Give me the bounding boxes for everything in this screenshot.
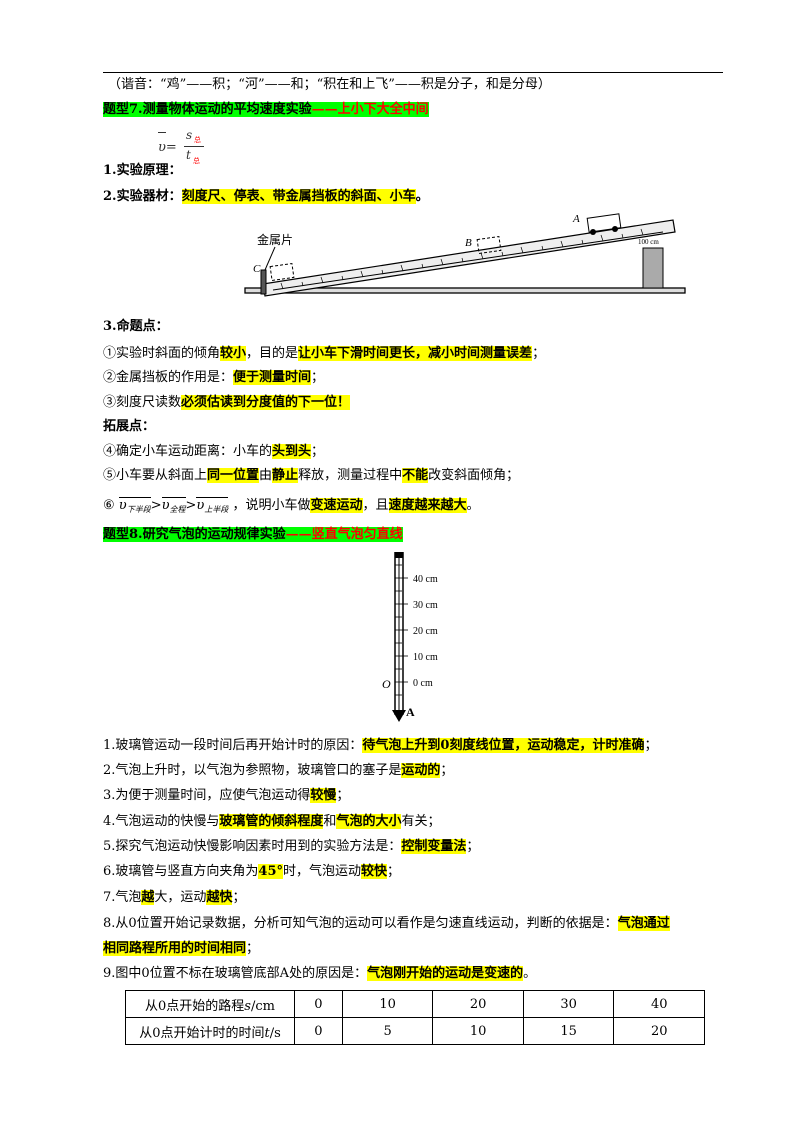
item-8: 8.从0位置开始记录数据，分析可知气泡的运动可以看作是匀速直线运动，判断的依据是…	[103, 916, 670, 931]
item-2: 2.气泡上升时，以气泡为参照物，玻璃管口的塞子是运动的；	[103, 763, 454, 778]
point-4: ④确定小车运动距离：小车的头到头；	[103, 444, 325, 459]
table-cell: 10	[432, 1017, 524, 1045]
incline-figure: 金属片 A B C 100 cm	[243, 210, 688, 302]
table-row: 从0点开始的路程s/cm 0 10 20 30 40	[125, 990, 705, 1018]
item-6: 6.玻璃管与竖直方向夹角为45°时，气泡运动较快；	[103, 864, 401, 879]
table-cell: 0	[294, 1017, 343, 1045]
table-cell: 5	[341, 1017, 434, 1045]
label-O: O	[382, 677, 391, 691]
bubble-data-table: 从0点开始的路程s/cm 0 10 20 30 40 从0点开始计时的时间t/s…	[125, 990, 705, 1045]
item-4: 4.气泡运动的快慢与玻璃管的倾斜程度和气泡的大小有关；	[103, 814, 441, 829]
header-rule	[103, 72, 723, 73]
point-2: ②金属挡板的作用是：便于测量时间；	[103, 370, 325, 385]
table-cell: 0	[294, 990, 343, 1018]
point-6: ⑥ υ下半段>υ全程>υ上半段 ，说明小车做变速运动，且速度越来越大。	[103, 497, 480, 514]
table-cell: 20	[613, 1017, 705, 1045]
table-cell: 15	[522, 1017, 615, 1045]
label-B: B	[465, 237, 472, 249]
row-header-distance: 从0点开始的路程s/cm	[125, 990, 295, 1018]
label-metal-plate: 金属片	[257, 232, 293, 247]
tick-10: 10 cm	[413, 652, 438, 663]
label-C: C	[253, 263, 261, 275]
tick-20: 20 cm	[413, 626, 438, 637]
label-A-tube: A	[406, 705, 415, 719]
table-cell: 40	[613, 990, 705, 1018]
label-A: A	[572, 213, 580, 225]
principle-label: 1.实验原理：	[103, 163, 182, 178]
equipment-line: 2.实验器材：刻度尺、停表、带金属挡板的斜面、小车。	[103, 189, 429, 204]
mnemonic-note: （谐音：“鸡”——积；“河”——和；“积在和上飞”——积是分子，和是分母）	[108, 77, 551, 92]
item-9: 9.图中0位置不标在玻璃管底部A处的原因是：气泡刚开始的运动是变速的。	[103, 966, 537, 981]
item-5: 5.探究气泡运动快慢影响因素时用到的实验方法是：控制变量法；	[103, 839, 480, 854]
item-7: 7.气泡越大，运动越快；	[103, 890, 246, 905]
glass-tube-figure: 40 cm 30 cm 20 cm 10 cm 0 cm O A	[382, 552, 438, 722]
table-cell: 10	[341, 990, 434, 1018]
point-3: ③刻度尺读数必须估读到分度值的下一位！	[103, 395, 351, 410]
item-3: 3.为便于测量时间，应使气泡运动得较慢；	[103, 788, 350, 803]
extension-label: 拓展点：	[103, 419, 156, 434]
point-1: ①实验时斜面的倾角较小，目的是让小车下滑时间更长，减小时间测量误差；	[103, 346, 546, 361]
table-cell: 30	[522, 990, 615, 1018]
test-points-label: 3.命题点：	[103, 319, 169, 334]
tick-30: 30 cm	[413, 600, 438, 611]
tick-0: 0 cm	[413, 678, 433, 689]
section8-title: 题型8.研究气泡的运动规律实验——竖直气泡匀直线	[103, 527, 403, 542]
item-8-cont: 相同路程所用的时间相同；	[103, 941, 260, 956]
section7-title: 题型7.测量物体运动的平均速度实验——上小下大全中间	[103, 102, 429, 117]
tick-40: 40 cm	[413, 574, 438, 585]
row-header-time: 从0点开始计时的时间t/s	[125, 1017, 295, 1045]
table-cell: 20	[432, 990, 524, 1018]
table-row: 从0点开始计时的时间t/s 0 5 10 15 20	[125, 1017, 705, 1045]
point-5: ⑤小车要从斜面上同一位置由静止释放，测量过程中不能改变斜面倾角；	[103, 468, 520, 483]
label-100cm: 100 cm	[638, 238, 659, 246]
item-1: 1.玻璃管运动一段时间后再开始计时的原因：待气泡上升到0刻度线位置，运动稳定，计…	[103, 738, 658, 753]
formula-average-speed: υ= s 总 t 总	[158, 128, 238, 168]
